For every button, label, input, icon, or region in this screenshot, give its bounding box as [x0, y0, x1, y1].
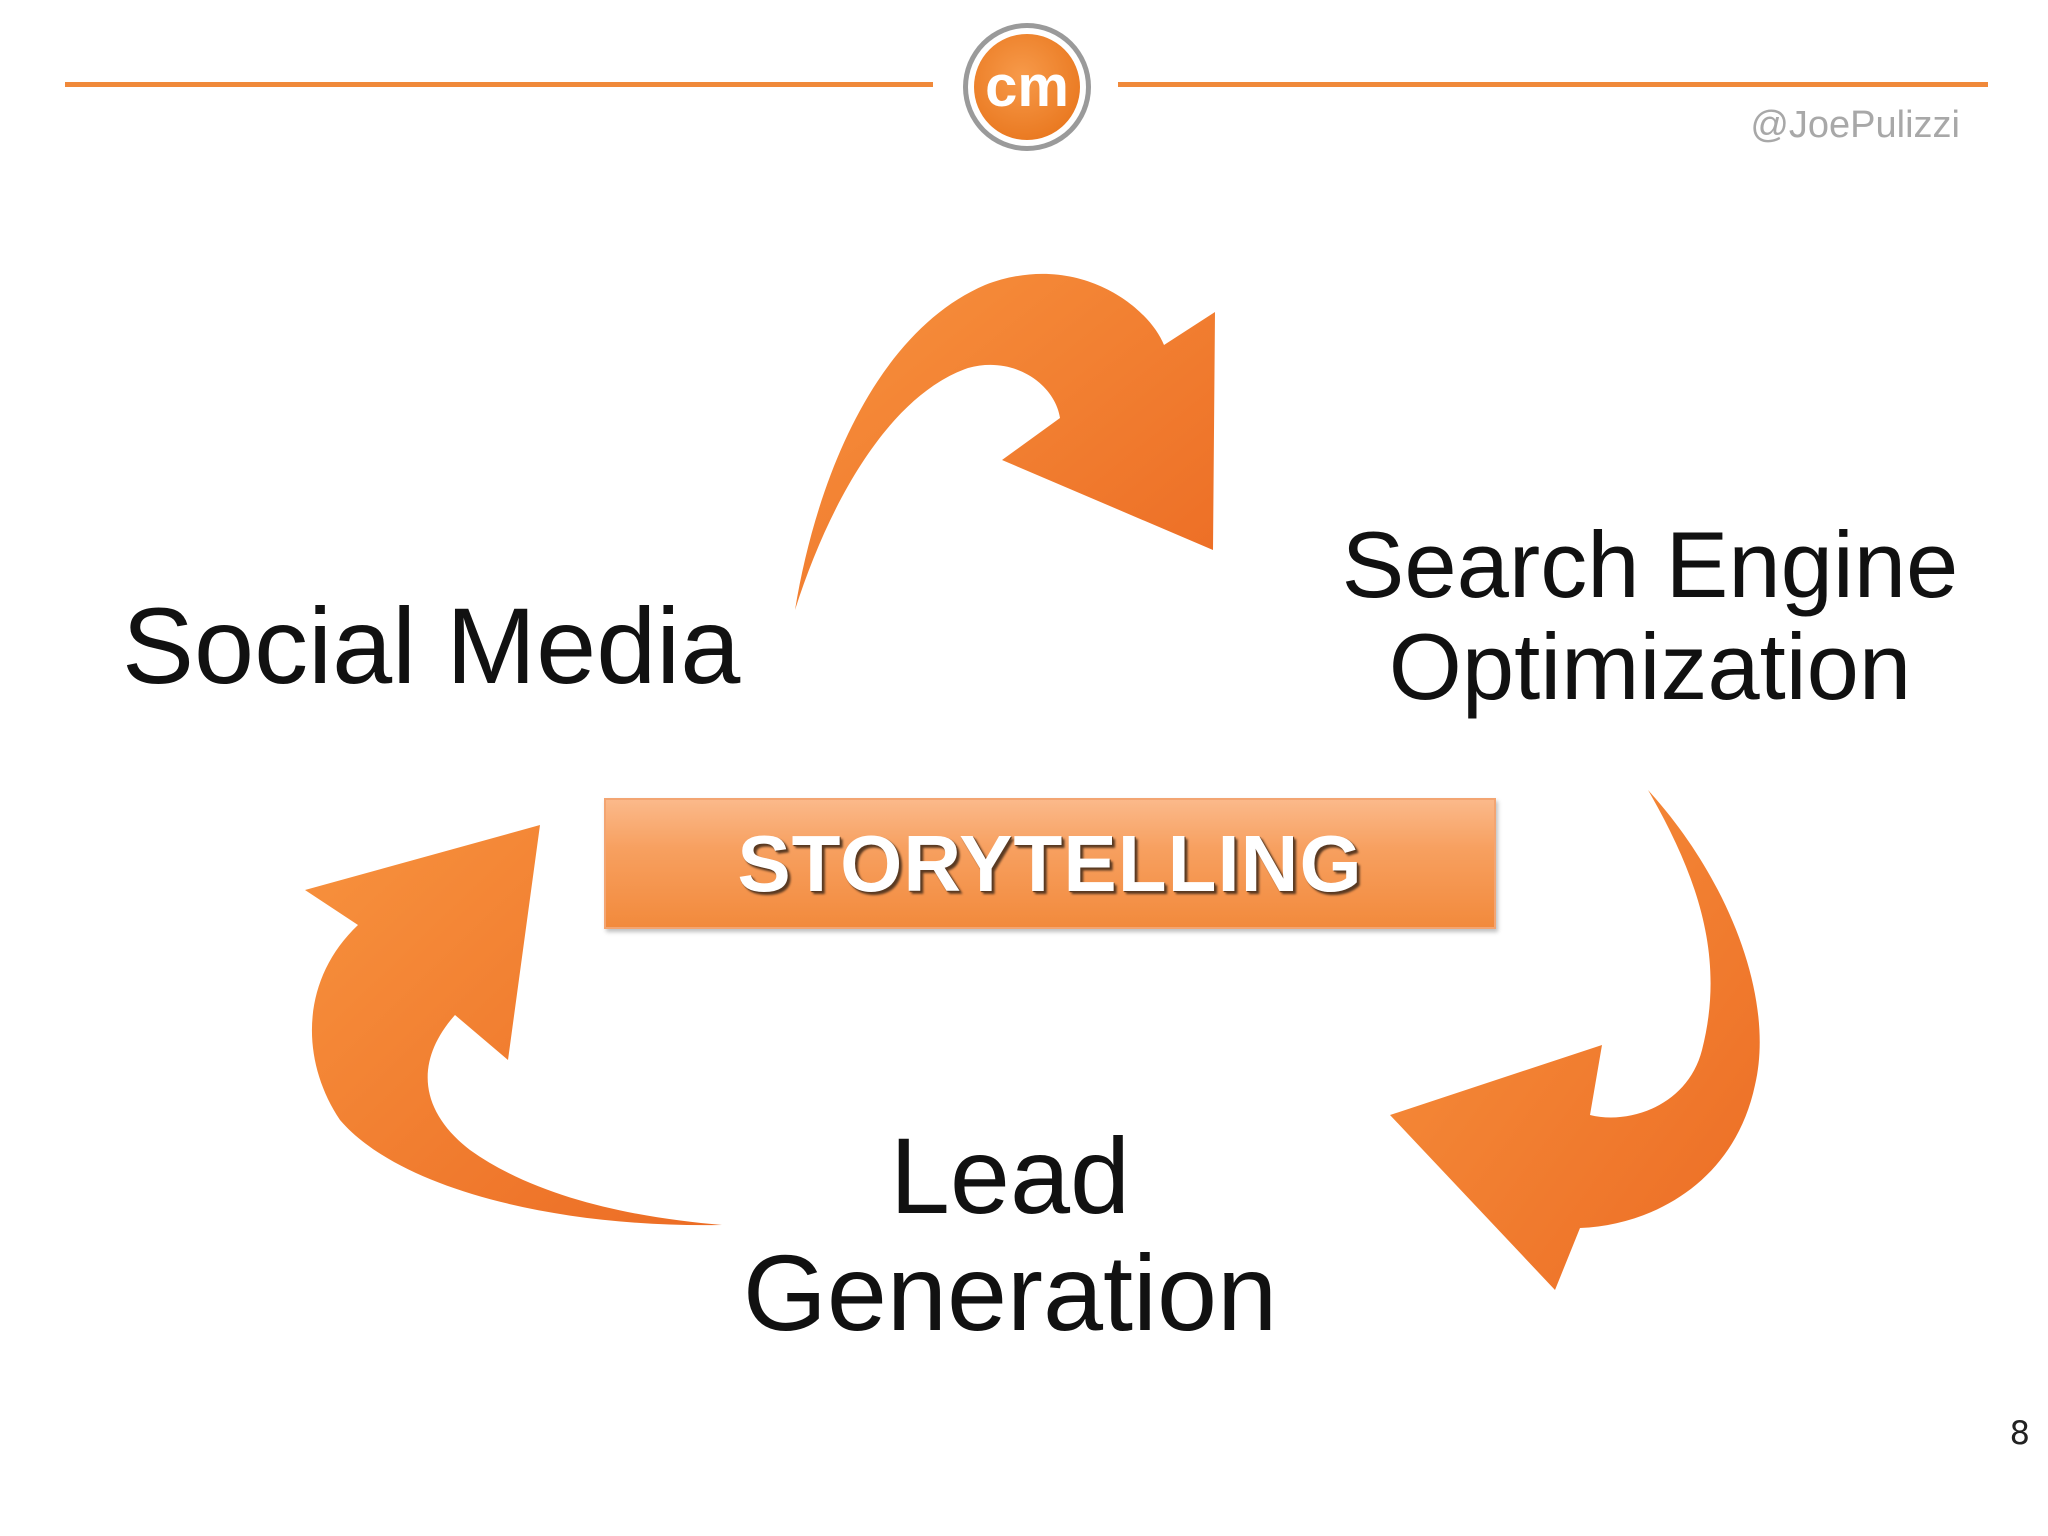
arrow-seo-to-lead — [1390, 790, 1760, 1290]
node-search-engine-optimization: Search Engine Optimization — [1295, 514, 2005, 717]
node-social-media-line-1: Social Media — [122, 585, 741, 706]
node-social-media: Social Media — [122, 585, 741, 706]
node-seo-line-1: Search Engine — [1341, 512, 1959, 617]
node-lead-line-2: Generation — [742, 1231, 1278, 1353]
node-lead-generation: Lead Generation — [700, 1115, 1320, 1353]
cm-logo: cm — [960, 20, 1094, 154]
node-seo-line-2: Optimization — [1388, 613, 1912, 719]
arrow-lead-to-social — [305, 825, 722, 1226]
storytelling-label: STORYTELLING — [737, 818, 1363, 908]
node-lead-line-1: Lead — [889, 1115, 1131, 1236]
page-number: 8 — [2009, 1414, 2030, 1452]
header-rule-left — [65, 82, 933, 87]
logo-text: cm — [985, 54, 1069, 119]
arrow-social-to-seo — [795, 273, 1215, 610]
header-rule-right — [1118, 82, 1988, 87]
storytelling-box: STORYTELLING — [604, 798, 1496, 929]
cm-logo-graphic: cm — [963, 23, 1091, 151]
twitter-handle: @JoePulizzi — [1750, 104, 1960, 146]
